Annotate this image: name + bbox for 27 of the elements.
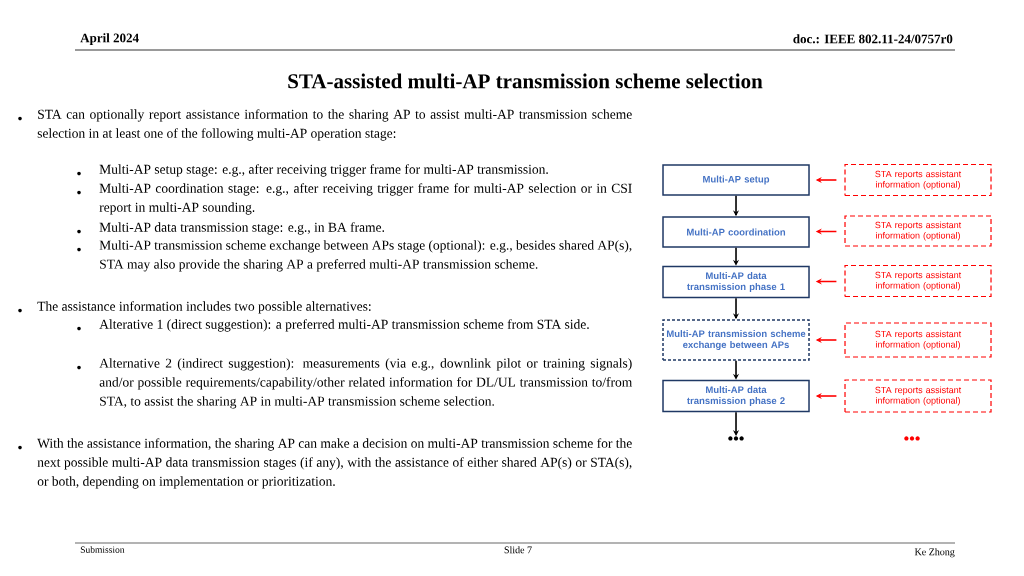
process-box: Multi-AP data transmission phase 2: [662, 379, 810, 413]
process-box: Multi-AP setup: [662, 164, 810, 196]
author-name: Ke Zhong: [914, 548, 955, 558]
bullet-text: Multi-AP data transmission stage: e.g., in BA frame.: [99, 222, 385, 235]
process-box: Multi-AP data transmission phase 1: [662, 265, 810, 299]
report-box: STA reports assistant information (optional): [844, 322, 992, 358]
bullet-text: STA can optionally report assistance information to the sharing AP to assist multi-AP transmission scheme selection in at least one of the following multi-AP operation stage:: [37, 109, 632, 141]
report-box: STA reports assistant information (optional): [844, 379, 992, 413]
bullet-text: Multi-AP transmission scheme exchange between APs stage (optional): e.g., besides shared AP(s), STA may also provide the sharing AP a preferred multi-AP transmission scheme.: [99, 240, 632, 272]
footer-text: Submission: [80, 546, 125, 553]
report-box: STA reports assistant information (optional): [844, 163, 992, 197]
ellipsis-text: •••: [728, 436, 744, 441]
process-box: Multi-AP coordination: [662, 216, 810, 248]
report-box: STA reports assistant information (optional): [844, 215, 992, 247]
bullet-text: Alterative 1 (direct suggestion): a preferred multi-AP transmission scheme from STA side.: [99, 319, 589, 332]
bullet-text: With the assistance information, the sharing AP can make a decision on multi-AP transmission scheme for the next possible multi-AP data transmission stages (if any), with the assistance of either shared AP(s) or STA(s), or both, depending on implementation or prioritization.: [37, 438, 632, 489]
process-box: Multi-AP transmission scheme exchange between APs: [662, 319, 810, 361]
bullet-text: Multi-AP setup stage: e.g., after receiving trigger frame for multi-AP transmission.: [99, 164, 548, 177]
bullet-text: Multi-AP coordination stage: e.g., after receiving trigger frame for multi-AP selection or in CSI report in multi-AP sounding.: [99, 183, 632, 215]
ellipsis-text: •••: [904, 436, 920, 441]
slide-title: STA-assisted multi-AP transmission scheme selection: [288, 73, 763, 89]
document-number: doc.: IEEE 802.11-24/0757r0: [793, 34, 953, 44]
bullet-text: The assistance information includes two possible alternatives:: [37, 301, 371, 314]
bullet-text: Alternative 2 (indirect suggestion): measurements (via e.g., downlink pilot or training signals) and/or possible requirements/capability/other related information for DL/UL transmission to/from STA, to assist the sharing AP in multi-AP transmission scheme selection.: [99, 358, 633, 409]
slide-number: Slide 7: [504, 546, 532, 554]
report-box: STA reports assistant information (optional): [844, 264, 992, 298]
header-date: April 2024: [80, 33, 139, 45]
